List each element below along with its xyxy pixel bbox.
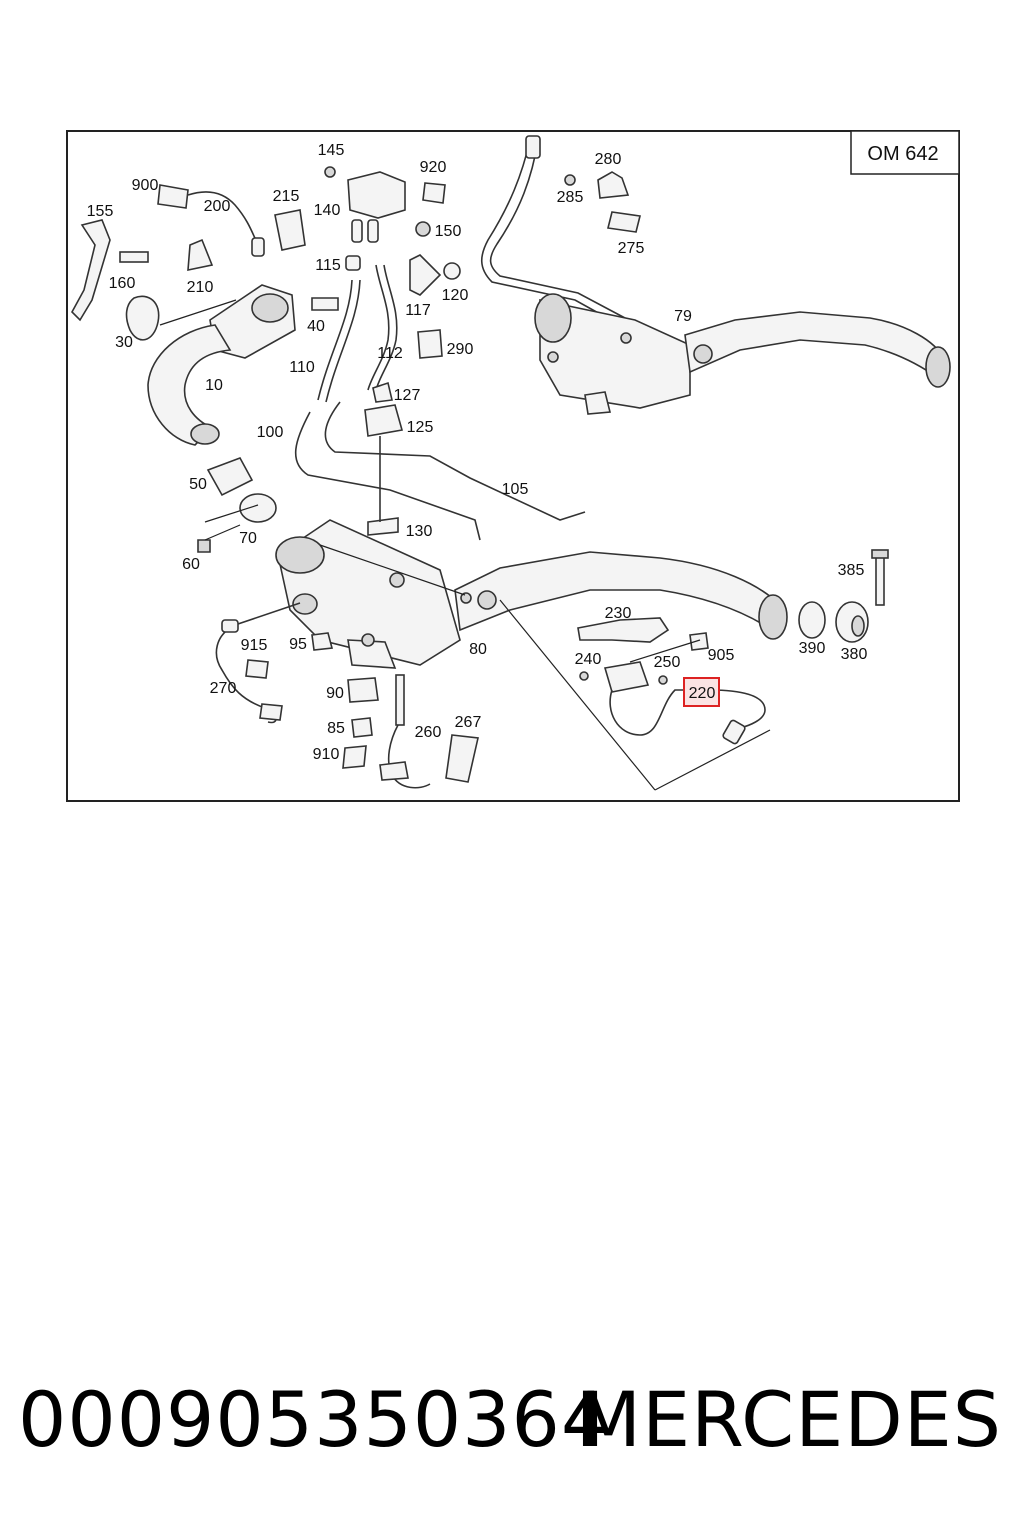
tailpipe-parts	[798, 549, 889, 643]
callout-275: 275	[618, 240, 645, 257]
callout-125: 125	[407, 419, 434, 436]
callout-200: 200	[204, 198, 231, 215]
callout-910: 910	[313, 746, 340, 763]
callout-270: 270	[210, 680, 237, 697]
callout-250: 250	[654, 654, 681, 671]
pressure-pipes	[294, 381, 586, 541]
bracket-280-group	[564, 171, 641, 233]
callout-60: 60	[182, 556, 200, 573]
callout-915: 915	[241, 637, 268, 654]
callout-140: 140	[314, 202, 341, 219]
callout-905: 905	[708, 647, 735, 664]
callout-220: 220	[689, 685, 716, 702]
callout-160: 160	[109, 275, 136, 292]
diagram-frame	[66, 130, 960, 802]
callout-105: 105	[502, 481, 529, 498]
callout-380: 380	[841, 646, 868, 663]
callout-150: 150	[435, 223, 462, 240]
callout-90: 90	[326, 685, 344, 702]
part-number: 000905350364	[18, 1375, 611, 1464]
callout-290: 290	[447, 341, 474, 358]
callout-80: 80	[469, 641, 487, 658]
brand-name: MERCEDES	[575, 1375, 1002, 1464]
callout-110: 110	[289, 359, 315, 376]
callout-10: 10	[205, 377, 223, 394]
callout-120: 120	[442, 287, 469, 304]
callout-50: 50	[189, 476, 207, 493]
callout-115: 115	[315, 257, 341, 274]
callout-260: 260	[415, 724, 442, 741]
callout-130: 130	[406, 523, 433, 540]
hoses-110-112	[317, 264, 398, 403]
callout-100: 100	[257, 424, 284, 441]
callout-285: 285	[557, 189, 584, 206]
dpf-assembly-upper	[480, 135, 951, 415]
callout-30: 30	[115, 334, 133, 351]
callout-40: 40	[307, 318, 325, 335]
callout-117: 117	[405, 302, 431, 319]
mounts-group	[311, 632, 479, 789]
nox-sensor-220	[609, 689, 766, 745]
dpf-assembly-lower	[197, 457, 788, 669]
callout-155: 155	[87, 203, 114, 220]
callout-215: 215	[273, 188, 300, 205]
svg-text:OM 642: OM 642	[867, 143, 938, 165]
callout-70: 70	[239, 530, 257, 547]
temp-sensor-270	[215, 602, 301, 724]
callout-79: 79	[674, 308, 692, 325]
callout-labels: 145 920 900 215 200 140 150 155 160 210 …	[87, 142, 868, 763]
callout-95: 95	[289, 636, 307, 653]
callout-112: 112	[377, 345, 403, 362]
callout-900: 900	[132, 177, 159, 194]
exhaust-parts-diagram: OM 642	[66, 130, 960, 802]
callout-210: 210	[187, 279, 214, 296]
sensor-bracket-230	[577, 617, 709, 693]
callout-127: 127	[394, 387, 421, 404]
callout-220-highlight	[683, 677, 720, 707]
callout-230: 230	[605, 605, 632, 622]
callout-145: 145	[318, 142, 345, 159]
turbo-outlet-assembly	[71, 184, 339, 446]
callout-240: 240	[575, 651, 602, 668]
part-info-footer: 000905350364 MERCEDES	[0, 1370, 1024, 1480]
callout-390: 390	[799, 640, 826, 657]
leader-lines	[159, 299, 771, 791]
engine-code-tag: OM 642	[850, 130, 960, 175]
callout-920: 920	[420, 159, 447, 176]
callout-85: 85	[327, 720, 345, 737]
callout-385: 385	[838, 562, 865, 579]
pressure-sensor-group	[324, 166, 461, 359]
callout-267: 267	[455, 714, 482, 731]
callout-280: 280	[595, 151, 622, 168]
